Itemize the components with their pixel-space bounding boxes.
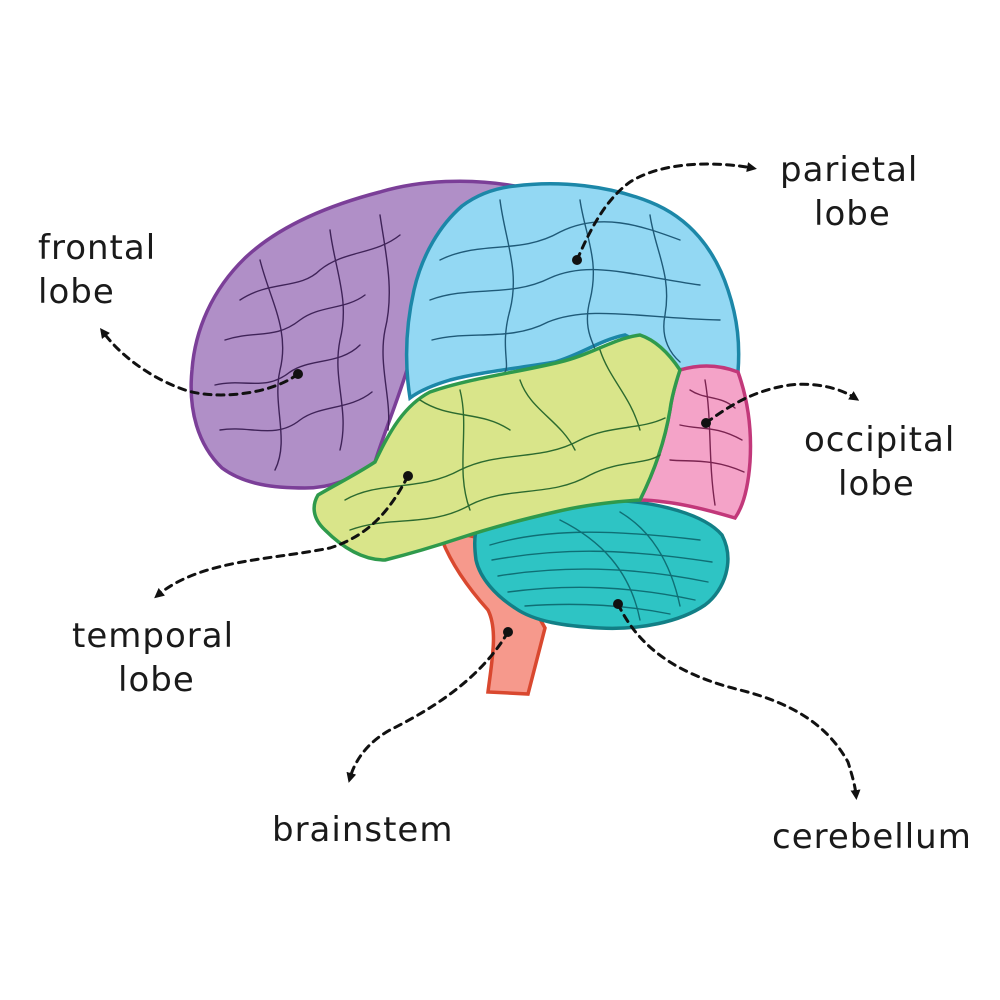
temporal-lobe-label-line1: temporal (72, 616, 235, 656)
frontal-lobe-label: frontal lobe (38, 226, 156, 314)
cerebellum-folds (489, 511, 713, 621)
temporal-lobe-region (312, 333, 682, 562)
parietal-lobe-label-line1: parietal (780, 150, 919, 190)
temporal-lobe-label-line2: lobe (118, 660, 195, 700)
occipital-lobe-label-line1: occipital (804, 420, 956, 460)
temporal-lobe-label: temporal lobe (72, 614, 234, 702)
parietal-lobe-label: parietal lobe (780, 148, 918, 236)
frontal-lobe-label-line2: lobe (38, 272, 115, 312)
frontal-lobe-label-line1: frontal (38, 228, 157, 268)
parietal-lobe-label-line2: lobe (814, 194, 891, 234)
brainstem-pointer (346, 627, 513, 783)
temporal-lobe-folds (344, 349, 666, 531)
cerebellum-label: cerebellum (772, 815, 972, 859)
cerebellum-label-line1: cerebellum (772, 817, 972, 857)
frontal-lobe-pointer (100, 327, 303, 397)
frontal-lobe-folds (214, 214, 401, 471)
occipital-lobe-label-line2: lobe (838, 464, 915, 504)
temporal-lobe-pointer (154, 471, 413, 599)
cerebellum-pointer (613, 599, 861, 800)
brainstem-label-line1: brainstem (272, 810, 454, 850)
occipital-lobe-label: occipital lobe (804, 418, 955, 506)
parietal-lobe-pointer (572, 162, 757, 265)
parietal-lobe-folds (429, 199, 721, 373)
occipital-lobe-pointer (701, 382, 860, 428)
brainstem-label: brainstem (272, 808, 453, 852)
